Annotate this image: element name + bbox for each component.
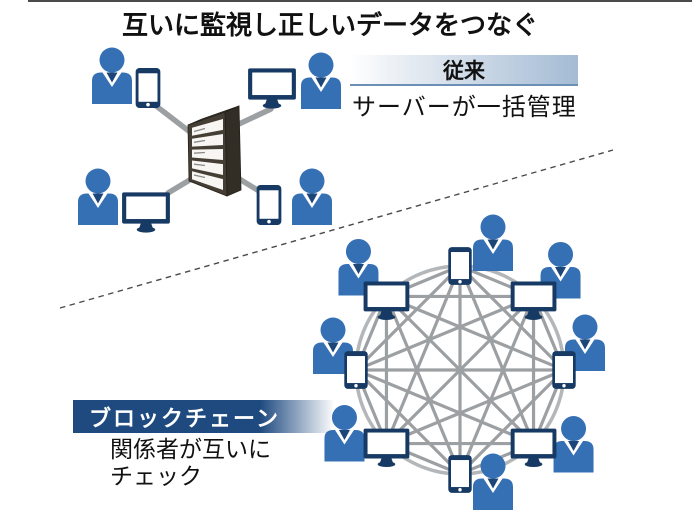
network-link	[385, 294, 565, 372]
traditional-badge-label: 従来	[443, 59, 485, 83]
server-icon	[187, 105, 242, 197]
smartphone-icon	[448, 247, 472, 285]
traditional-caption: サーバーが一括管理	[352, 94, 577, 121]
page-title: 互いに監視し正しいデータをつなぐ	[121, 10, 538, 40]
smartphone-icon	[448, 455, 472, 493]
blockchain-caption-line1: 関係者が互いに	[110, 436, 271, 462]
smartphone-icon	[256, 185, 282, 225]
person-icon	[78, 168, 118, 225]
monitor-icon	[363, 428, 410, 468]
blockchain-caption-line2: チェック	[110, 463, 202, 489]
network-link	[384, 295, 462, 475]
smartphone-icon	[135, 68, 161, 108]
traditional-badge: 従来	[350, 55, 578, 86]
person-icon	[301, 52, 341, 109]
blockchain-badge-label: ブロックチェーン	[89, 405, 280, 431]
network-link	[385, 295, 535, 445]
blockchain-caption: 関係者が互いに チェック	[110, 436, 271, 490]
network-link	[354, 368, 462, 476]
person-icon	[553, 416, 594, 473]
person-icon	[292, 168, 332, 225]
blockchain-network	[313, 214, 605, 510]
monitor-icon	[510, 428, 557, 468]
smartphone-icon	[552, 351, 576, 389]
person-icon	[92, 47, 132, 104]
monitor-icon	[248, 68, 296, 109]
person-icon	[473, 214, 513, 271]
top-crop-line	[28, 0, 692, 2]
blockchain-badge: ブロックチェーン	[73, 400, 340, 433]
traditional-cluster	[78, 47, 341, 233]
monitor-icon	[122, 192, 170, 233]
smartphone-icon	[344, 351, 368, 389]
